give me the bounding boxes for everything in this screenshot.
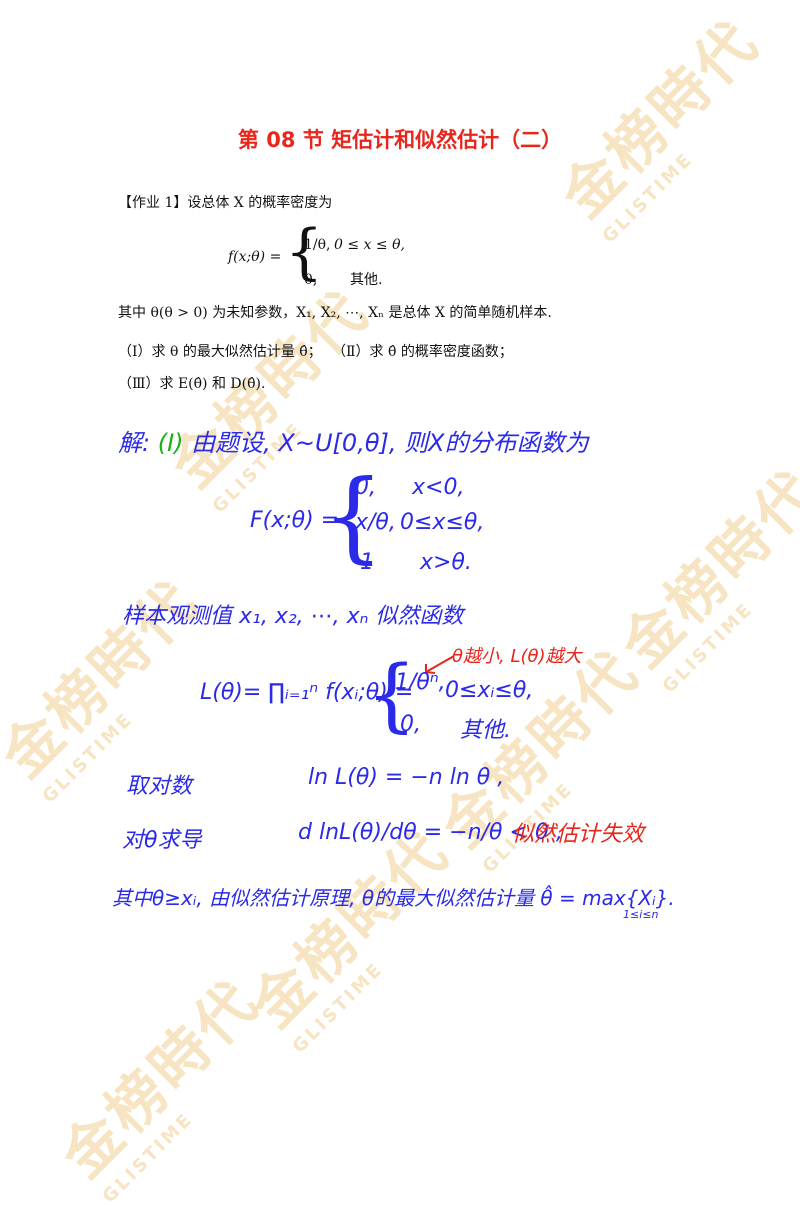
annotation-note: θ越小, L(θ)越大 <box>452 646 582 667</box>
derivative-label: 对θ求导 <box>122 828 202 853</box>
cdf-row-2-cond: 0≤x≤θ, <box>400 510 485 535</box>
annotation-arrow <box>425 655 455 674</box>
density-case1-value: 1/θ, <box>304 237 331 253</box>
problem-part2: （Ⅱ）求 θ̂ 的概率密度函数； <box>332 344 513 360</box>
likelihood-row-2-cond: 其他. <box>460 718 511 743</box>
likelihood-intro: 样本观测值 x₁, x₂, ⋯, xₙ 似然函数 <box>122 604 464 629</box>
likelihood-row-1-value: 1/θⁿ, <box>395 670 446 695</box>
conclusion-subscript: 1≤i≤n <box>623 908 659 921</box>
cdf-brace: { <box>322 460 385 574</box>
log-expression: ln L(θ) = −n ln θ , <box>308 765 505 790</box>
problem-part1: （Ⅰ）求 θ 的最大似然估计量 θ̂； <box>118 344 322 360</box>
failure-note: 似然估计失效 <box>512 822 645 847</box>
cdf-row-1-cond: x<0, <box>412 475 465 500</box>
problem-intro: 【作业 1】设总体 X 的概率密度为 <box>118 195 333 211</box>
derivative-expression: d lnL(θ)/dθ = −n/θ < 0 , <box>298 820 563 845</box>
density-lhs: f(x;θ) = <box>228 249 282 265</box>
likelihood-row-2-value: 0, <box>400 712 421 737</box>
cdf-row-2-value: x/θ, <box>355 510 396 535</box>
likelihood-lhs: L(θ)= ∏ᵢ₌₁ⁿ f(xᵢ;θ) = <box>200 680 414 705</box>
density-case1-cond: 0 ≤ x ≤ θ, <box>334 237 405 253</box>
likelihood-row-1-cond: 0≤xᵢ≤θ, <box>445 678 534 703</box>
density-case2-cond: 其他. <box>350 272 383 288</box>
cdf-row-3-cond: x>θ. <box>420 550 472 575</box>
log-label: 取对数 <box>126 774 193 799</box>
density-brace: { <box>285 217 324 287</box>
solution-intro-text: 由题设, X~U[0,θ], 则X的分布函数为 <box>191 429 589 457</box>
cdf-lhs: F(x;θ) = <box>250 508 340 533</box>
solution-intro: 解: (Ⅰ) 由题设, X~U[0,θ], 则X的分布函数为 <box>118 423 589 458</box>
density-case2-value: 0, <box>304 272 318 288</box>
solution-label: 解: <box>118 429 151 457</box>
conclusion: 其中θ≥xᵢ, 由似然估计原理, θ的最大似然估计量 θ̂ = max{Xᵢ}. <box>112 886 675 910</box>
cdf-row-3-value: 1 <box>360 550 374 575</box>
likelihood-brace: { <box>366 648 417 741</box>
page-title: 第 08 节 矩估计和似然估计（二） <box>237 128 563 152</box>
problem-condition: 其中 θ(θ > 0) 为未知参数，X₁, X₂, ⋯, Xₙ 是总体 X 的简… <box>118 305 552 321</box>
cdf-row-1-value: 0, <box>355 475 376 500</box>
problem-part3: （Ⅲ）求 E(θ̂) 和 D(θ̂). <box>118 376 266 392</box>
part-marker: (Ⅰ) <box>157 429 184 457</box>
